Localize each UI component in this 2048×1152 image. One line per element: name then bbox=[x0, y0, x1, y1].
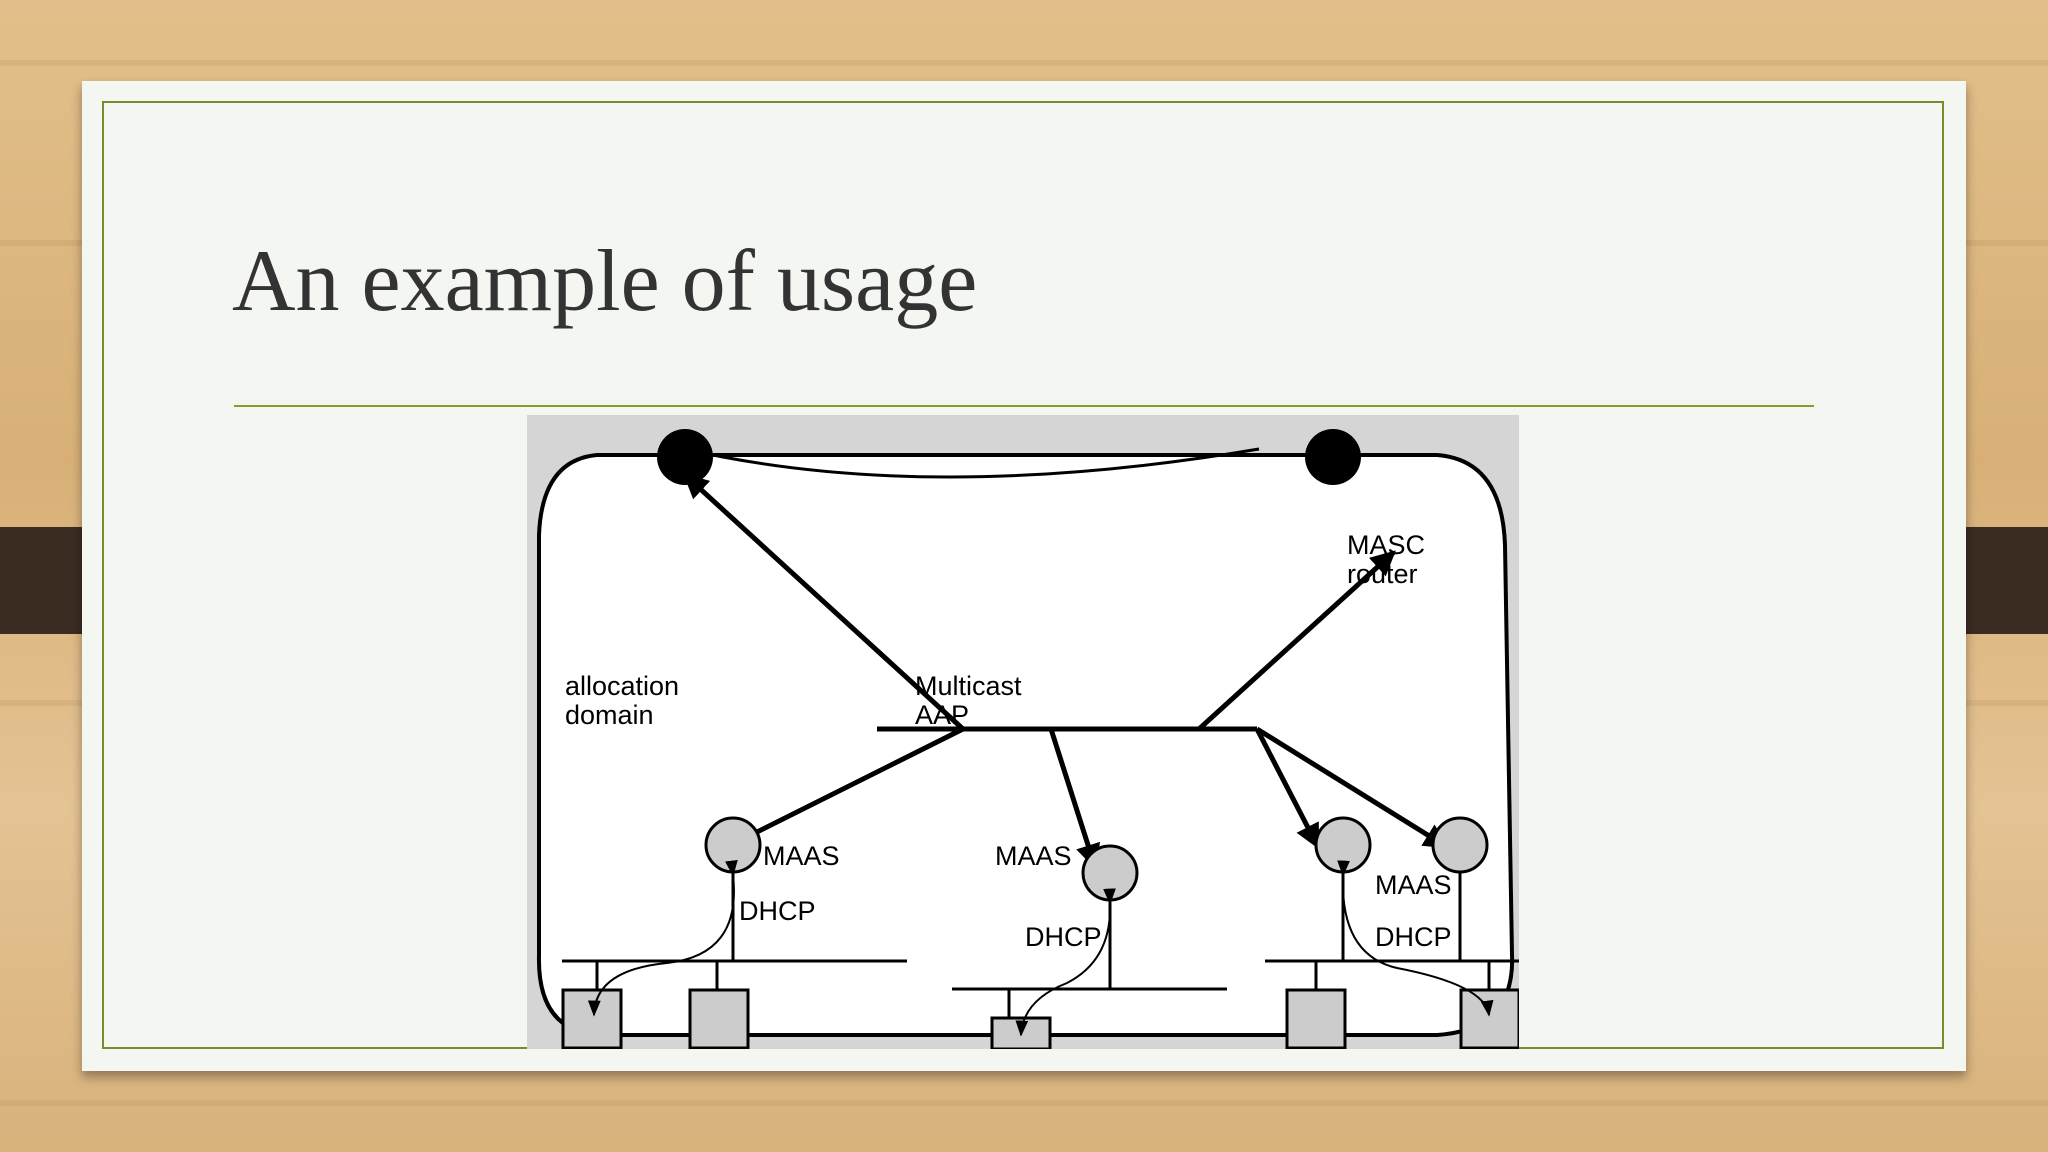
masc-router-link bbox=[684, 447, 1260, 479]
slide: An example of usage bbox=[82, 81, 1966, 1071]
maas-server-right-1 bbox=[1314, 816, 1372, 874]
slide-title: An example of usage bbox=[232, 233, 978, 330]
dhcp-left-exchange bbox=[587, 859, 738, 1017]
allocation-domain-boundary bbox=[536, 453, 1515, 1037]
aap-to-right-maas-1-arrow bbox=[1254, 727, 1321, 850]
title-divider bbox=[234, 405, 1814, 407]
allocation-domain-label-line2: domain bbox=[565, 700, 654, 730]
masc-router-label-line2: router bbox=[1347, 559, 1418, 589]
maas-server-right-2 bbox=[1431, 816, 1489, 874]
dhcp-right-exchange bbox=[1337, 860, 1494, 1017]
host-right-2 bbox=[1459, 988, 1519, 1049]
maas-middle-label: MAAS bbox=[995, 841, 1072, 871]
host-left-1 bbox=[561, 988, 623, 1049]
dhcp-middle-label: DHCP bbox=[1025, 922, 1102, 952]
masc-router-left bbox=[657, 429, 713, 485]
aap-to-right-maas-2-arrow bbox=[1255, 726, 1450, 850]
dhcp-right-label: DHCP bbox=[1375, 922, 1452, 952]
dhcp-middle-exchange bbox=[1015, 888, 1116, 1037]
maas-right-label: MAAS bbox=[1375, 870, 1452, 900]
dhcp-left-label: DHCP bbox=[739, 896, 816, 926]
network-diagram-svg: allocation domain Multicast AAP MASC rou… bbox=[536, 429, 1519, 1049]
masc-router-label-line1: MASC bbox=[1347, 530, 1425, 560]
multicast-aap-label-line2: AAP bbox=[915, 700, 969, 730]
allocation-domain-label-line1: allocation bbox=[565, 671, 679, 701]
network-diagram: allocation domain Multicast AAP MASC rou… bbox=[527, 415, 1519, 1049]
aap-to-middle-maas-arrow bbox=[1048, 728, 1101, 870]
multicast-aap-label-line1: Multicast bbox=[915, 671, 1022, 701]
maas-server-left bbox=[704, 816, 762, 874]
aap-to-left-masc-arrow bbox=[683, 473, 965, 731]
masc-router-right bbox=[1305, 429, 1361, 485]
aap-to-right-masc-arrow bbox=[1197, 550, 1396, 731]
aap-to-left-maas-arrow bbox=[724, 726, 965, 850]
maas-left-label: MAAS bbox=[763, 841, 840, 871]
host-left-2 bbox=[688, 988, 750, 1049]
host-right-1 bbox=[1285, 988, 1347, 1049]
maas-server-middle bbox=[1081, 844, 1139, 902]
